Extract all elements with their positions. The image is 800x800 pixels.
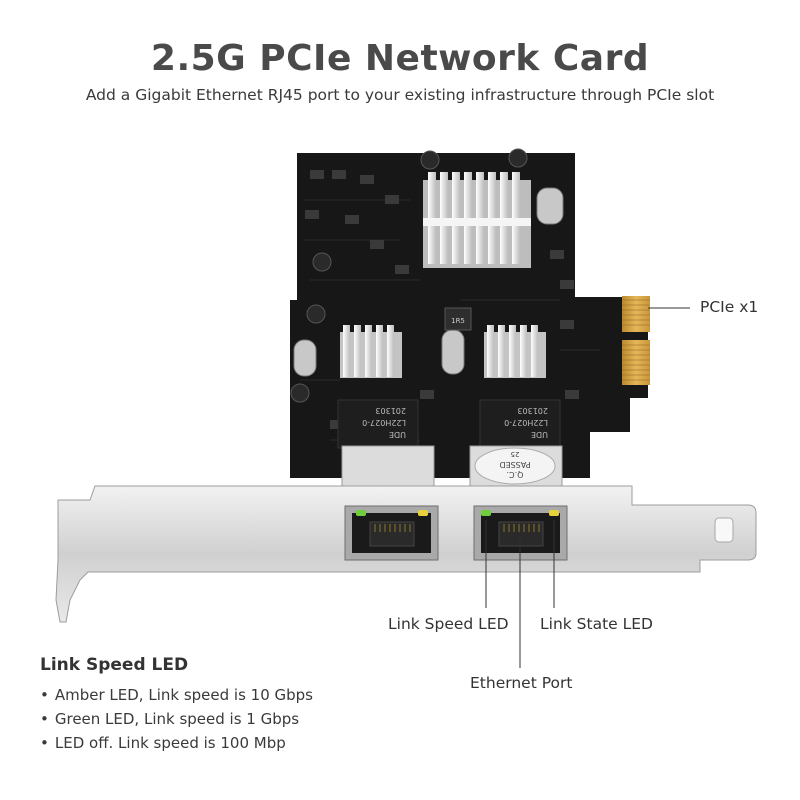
sticker-line-3: 25 bbox=[511, 450, 520, 458]
chip-left-line-1: UDE bbox=[389, 430, 406, 439]
main-heatsink bbox=[423, 172, 531, 268]
capacitors bbox=[290, 148, 528, 403]
sticker-line-1: Q.C. bbox=[507, 470, 524, 479]
port-2-link-speed-led bbox=[481, 510, 491, 516]
chip-left-line-3: 201303 bbox=[375, 406, 406, 415]
chip-right-line-1: UDE bbox=[531, 430, 548, 439]
smd-components bbox=[305, 170, 579, 429]
legend-item-amber: Amber LED, Link speed is 10 Gbps bbox=[40, 683, 313, 707]
chip-left-line-2: L22H027-0 bbox=[362, 418, 406, 427]
sticker-line-2: PASSED bbox=[499, 460, 530, 469]
pcie-gold-fingers bbox=[622, 296, 650, 385]
page-title: 2.5G PCIe Network Card bbox=[150, 38, 650, 79]
inductor: 1R5 bbox=[444, 307, 472, 331]
legend-item-green: Green LED, Link speed is 1 Gbps bbox=[40, 707, 313, 731]
link-state-led-label: Link State LED bbox=[540, 615, 653, 633]
legend-title: Link Speed LED bbox=[40, 655, 189, 675]
qc-passed-sticker: Q.C. PASSED 25 bbox=[474, 447, 556, 485]
legend-list: Amber LED, Link speed is 10 Gbps Green L… bbox=[40, 683, 313, 755]
right-heatsink bbox=[484, 325, 546, 378]
pcie-x1-label: PCIe x1 bbox=[700, 298, 759, 316]
port-1-link-state-led bbox=[418, 510, 428, 516]
transformer-chip-right: UDE L22H027-0 201303 bbox=[479, 399, 561, 449]
port-2-link-state-led bbox=[549, 510, 559, 516]
transformer-chip-left: UDE L22H027-0 201303 bbox=[337, 399, 419, 449]
crystal-oscillators bbox=[293, 187, 564, 377]
link-speed-legend: Link Speed LED Amber LED, Link speed is … bbox=[40, 655, 313, 755]
chip-right-line-3: 201303 bbox=[517, 406, 548, 415]
port-1-link-speed-led bbox=[356, 510, 366, 516]
page-subtitle: Add a Gigabit Ethernet RJ45 port to your… bbox=[85, 86, 715, 104]
link-speed-led-label: Link Speed LED bbox=[388, 615, 509, 633]
legend-item-off: LED off. Link speed is 100 Mbp bbox=[40, 731, 313, 755]
left-heatsink bbox=[340, 325, 402, 378]
ethernet-port-1 bbox=[344, 505, 439, 561]
callout-lines bbox=[485, 307, 690, 668]
ethernet-port-label: Ethernet Port bbox=[470, 674, 573, 692]
inductor-marking: 1R5 bbox=[451, 317, 465, 325]
chip-right-line-2: L22H027-0 bbox=[504, 418, 548, 427]
